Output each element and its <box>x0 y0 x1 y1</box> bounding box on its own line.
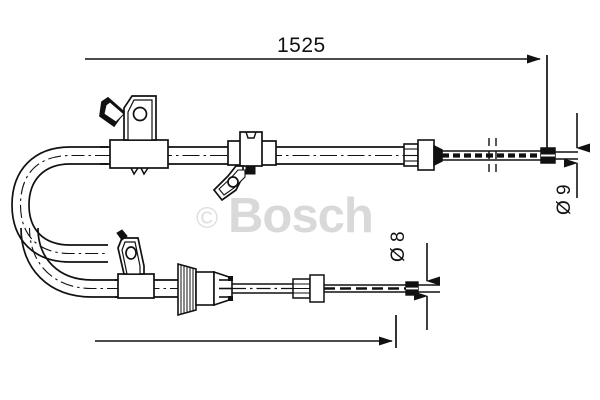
sheath-inner-edge-top <box>28 163 108 246</box>
adjuster-taper-upper <box>433 144 443 167</box>
bracket-foot-right-upper <box>140 167 149 176</box>
bracket-tab-lower <box>116 229 128 241</box>
mid-clamp-notch-upper <box>245 131 257 139</box>
collar-body-lower <box>309 274 325 303</box>
mounting-bracket-lower <box>116 229 155 299</box>
ferrule-pin-top <box>228 276 233 281</box>
dimension-overall-length <box>85 54 548 150</box>
bracket-tab-inner-upper <box>103 101 125 123</box>
threaded-adjuster-upper <box>403 139 443 171</box>
mid-clamp-collar-upper <box>239 131 263 167</box>
secondary-bracket-eyelet-upper <box>227 176 239 188</box>
end-nipple-upper <box>540 147 578 164</box>
sheath-centerline-lower <box>28 227 120 290</box>
lower-view: Ø 8 <box>20 227 440 348</box>
sheath-outer-edge-lower <box>37 227 120 281</box>
ferrule-pin-bottom <box>228 296 233 301</box>
mounting-bracket-upper <box>99 95 169 176</box>
watermark-brand-text: Bosch <box>228 189 373 243</box>
cable-sheath-u-bend-lower <box>20 227 120 298</box>
bracket-foot-left-upper <box>130 167 139 176</box>
sheath-inner-edge-lower <box>20 227 120 298</box>
dimension-label-diameter-8: Ø 8 <box>388 231 409 262</box>
cable-sheath-u-bend-upper <box>11 146 108 263</box>
bracket-eyelet-hole-lower <box>125 246 137 260</box>
bracket-eyelet-hole-upper <box>132 106 148 122</box>
bracket-clamp-body-upper <box>109 139 169 169</box>
dimension-label-diameter-9: Ø 9 <box>554 184 575 215</box>
flange-ferrule-lower <box>177 262 233 317</box>
bosch-watermark: © Bosch <box>196 189 374 243</box>
mid-bracket-upper <box>212 131 277 202</box>
dimension-label-1525: 1525 <box>277 34 326 57</box>
bracket-clamp-body-lower <box>117 273 155 299</box>
adjuster-body-upper <box>417 139 435 171</box>
rod-segment-lower <box>232 283 295 294</box>
thin-rod-lower <box>324 284 408 293</box>
dimension-lower-length <box>95 315 397 348</box>
end-nipple-lower <box>405 281 440 296</box>
upper-view: Ø 9 <box>11 95 590 263</box>
secondary-bracket-tab-upper <box>245 165 256 175</box>
ferrule-collar-lower <box>195 271 215 306</box>
sheath-centerline-upper <box>19 154 108 255</box>
watermark-copyright-icon: © <box>196 202 218 235</box>
collar-nut-lower <box>292 274 325 303</box>
threaded-rod-upper <box>442 138 543 172</box>
